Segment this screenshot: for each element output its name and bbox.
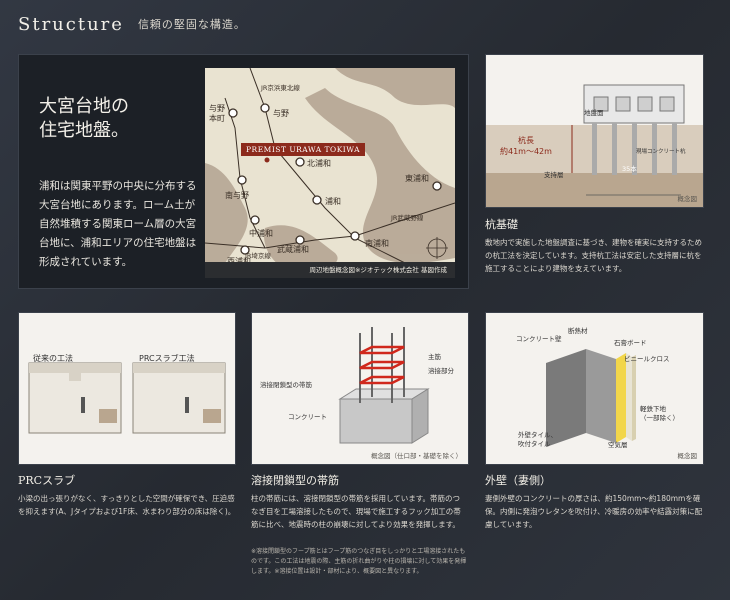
station-label: 北浦和 [307,159,331,168]
wall-title: 外壁（妻側） [485,474,551,487]
pile-count-label: 35本 [622,165,637,173]
station-label: 与野 [273,109,289,118]
main-bar-label: 主筋 [428,353,441,361]
hoop-text: 柱の帯筋には、溶接閉鎖型の帯筋を採用しています。帯筋のつなぎ目を工場溶接したもの… [251,494,461,529]
station-label: 武蔵浦和 [277,245,309,254]
map-terrain [205,68,455,278]
concrete-label: コンクリート [288,413,327,421]
station-label: 東浦和 [405,174,429,183]
hoop-illustration [338,327,430,444]
page-header: Structure 信頼の堅固な構造。 [18,10,246,38]
tile-label: 外壁タイル、 吹付タイル [518,431,557,448]
pile-title: 杭基礎 [485,218,518,231]
support-layer-label: 支持層 [544,171,564,179]
ground-heading: 大宮台地の 住宅地盤。 [39,96,129,141]
station-label: 南与野 [225,191,249,200]
pile-diagram: 地盤面 杭長 約41m〜42m 現場コンクリート杭 支持層 35本 概念図 [485,54,704,208]
concept-label: 概念図 [677,452,698,460]
hoop-diagram: 主筋 溶接部分 溶接閉鎖型の帯筋 コンクリート 概念図（仕口部・基礎を除く） [251,312,469,465]
project-badge: PREMIST URAWA TOKIWA [241,143,366,156]
board-label: 石膏ボード [614,339,647,347]
map-caption: 周辺地盤概念図※ジオテック株式会社 基図作成 [205,262,455,278]
insulation-label: 断熱材 [568,327,588,335]
line-label: JR京浜東北線 [261,84,300,92]
pile-text: 敷地内で実施した地盤調査に基づき、建物を確実に支持するための杭工法を決定していま… [485,238,702,273]
cloth-label: ビニールクロス [624,355,670,363]
line-label: JR埼京線 [245,252,271,260]
ground-map: PREMIST URAWA TOKIWA JR京浜東北線 JR武蔵野線 JR埼京… [205,68,455,278]
weld-label: 溶接部分 [428,367,454,375]
line-label: JR武蔵野線 [391,214,424,222]
wall-text: 妻側外壁のコンクリートの厚さは、約150mm〜約180mmを確保。内側に発泡ウレ… [485,494,703,529]
pile-illustration [486,84,703,207]
station-label: 与野本町 [209,104,225,123]
hoop-label: 溶接閉鎖型の帯筋 [260,381,312,389]
station-label: 西浦和 [227,256,251,267]
hoop-title: 溶接閉鎖型の帯筋 [251,474,339,487]
pile-label: 現場コンクリート杭 [636,149,686,155]
station-label: 南浦和 [365,239,389,248]
prc-text: 小梁の出っ張りがなく、すっきりとした空間が確保でき、圧迫感を抑えます(A、Jタイ… [18,494,236,516]
concrete-wall-label: コンクリート壁 [516,335,562,343]
ground-panel: 大宮台地の 住宅地盤。 浦和は関東平野の中央に分布する大宮台地にあります。ローム… [18,54,469,289]
station-label: 浦和 [325,197,341,206]
light-steel-label: 軽鉄下地 （一部除く） [640,405,679,422]
prc-illustration [28,362,226,434]
ground-text: 浦和は関東平野の中央に分布する大宮台地にあります。ローム土が自然堆積する関東ロー… [39,180,197,268]
wall-illustration [546,349,636,447]
concept-label: 概念図（仕口部・基礎を除く） [371,452,462,460]
ground-level-label: 地盤面 [584,109,604,117]
concept-label: 概念図 [677,195,698,203]
pile-length-label: 杭長 約41m〜42m [500,136,552,156]
prc-diagram: 従来の工法 PRCスラブ工法 [18,312,236,465]
prc-new-label: PRCスラブ工法 [139,354,195,363]
page-title: Structure [18,13,124,35]
hoop-note: ※溶接閉鎖型のフープ筋とはフープ筋のつなぎ目をしっかりと工場溶接されたものです。… [251,548,467,575]
prc-old-label: 従来の工法 [33,354,73,363]
station-label: 中浦和 [249,229,273,238]
page-subtitle: 信頼の堅固な構造。 [137,18,246,31]
wall-diagram: コンクリート壁 断熱材 石膏ボード ビニールクロス 軽鉄下地 （一部除く） 外壁… [485,312,704,465]
prc-title: PRCスラブ [18,474,76,487]
air-layer-label: 空気層 [608,441,628,449]
